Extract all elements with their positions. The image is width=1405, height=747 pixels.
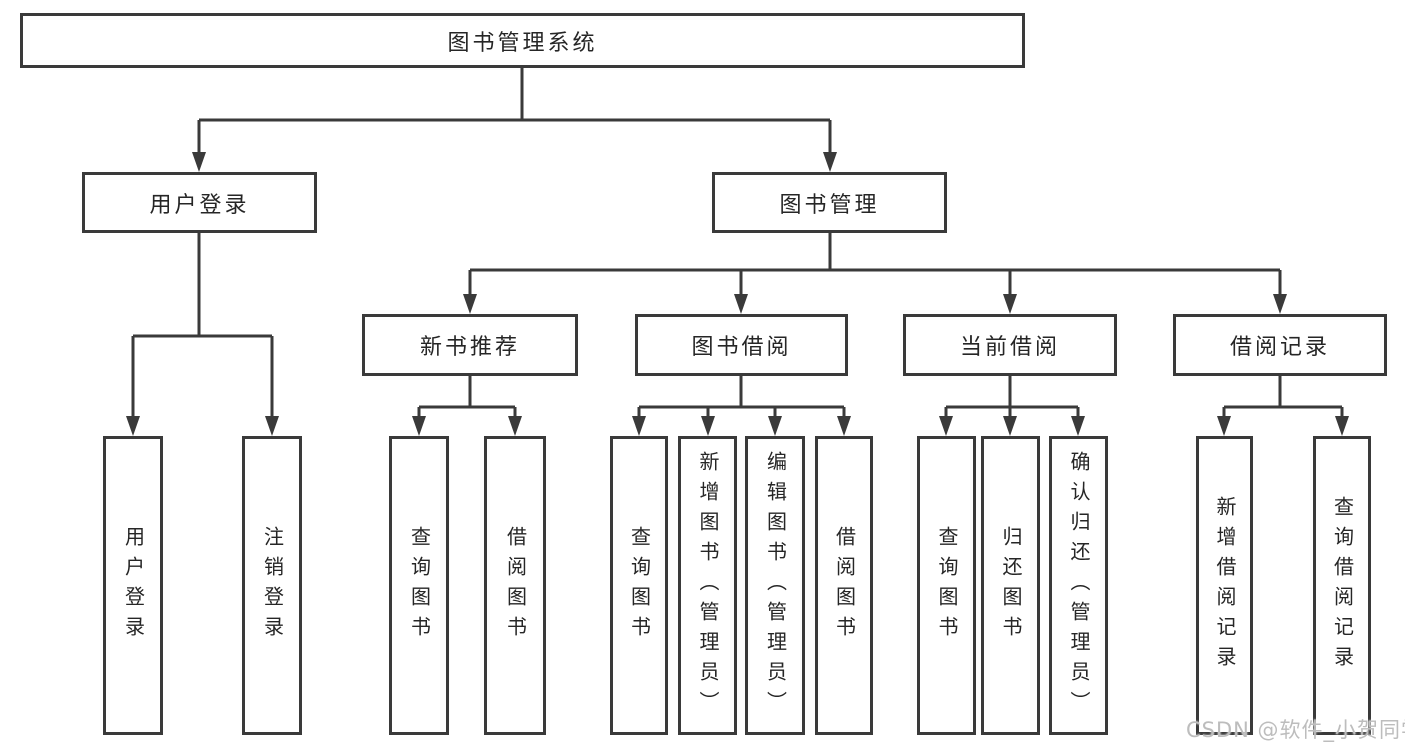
leaf-logout: 注销登录 <box>242 436 302 735</box>
leaf-label: 查询图书 <box>935 525 959 646</box>
arrowhead <box>823 152 837 172</box>
node-new-book-recommend: 新书推荐 <box>362 314 578 376</box>
arrowhead <box>701 416 715 436</box>
arrowhead <box>632 416 646 436</box>
arrowhead <box>265 416 279 436</box>
leaf-label: 查询图书 <box>407 525 432 646</box>
arrowhead <box>1217 416 1231 436</box>
arrowhead <box>837 416 851 436</box>
leaf-label: 查询借阅记录 <box>1330 495 1355 676</box>
arrowhead <box>1071 416 1085 436</box>
leaf-query-books-1: 查询图书 <box>389 436 449 735</box>
leaf-label: 注销登录 <box>260 525 285 646</box>
leaf-user-login: 用户登录 <box>103 436 163 735</box>
node-book-management: 图书管理 <box>712 172 947 233</box>
node-user-login: 用户登录 <box>82 172 317 233</box>
arrowhead <box>412 416 426 436</box>
arrowhead <box>463 294 477 314</box>
connector-user-login-children <box>131 233 274 418</box>
arrowheads <box>126 152 1349 436</box>
arrowhead <box>508 416 522 436</box>
connector-root-to-level2 <box>197 68 832 154</box>
leaf-return-books: 归还图书 <box>981 436 1040 735</box>
leaf-add-books-admin: 新增图书（管理员） <box>678 436 737 735</box>
leaf-query-borrow-record: 查询借阅记录 <box>1313 436 1371 735</box>
connector-current-borrow-children <box>944 376 1080 418</box>
leaf-add-borrow-record: 新增借阅记录 <box>1196 436 1253 735</box>
connector-new-book-children <box>417 376 517 418</box>
connector-borrow-records-children <box>1222 376 1344 418</box>
arrowhead <box>1003 294 1017 314</box>
arrowhead <box>192 152 206 172</box>
leaf-label: 新增借阅记录 <box>1213 495 1237 676</box>
leaf-label: 新增图书（管理员） <box>696 450 720 721</box>
leaf-label: 归还图书 <box>999 525 1023 646</box>
csdn-watermark: CSDN @软件_小贺同学 <box>1186 718 1405 742</box>
leaf-borrow-books-2: 借阅图书 <box>815 436 873 735</box>
leaf-label: 查询图书 <box>627 525 652 646</box>
arrowhead <box>939 416 953 436</box>
leaf-label: 借阅图书 <box>503 525 528 646</box>
node-current-borrow: 当前借阅 <box>903 314 1117 376</box>
leaf-query-books-2: 查询图书 <box>610 436 668 735</box>
leaf-edit-books-admin: 编辑图书（管理员） <box>745 436 805 735</box>
arrowhead <box>734 294 748 314</box>
arrowhead <box>1335 416 1349 436</box>
arrowhead <box>1273 294 1287 314</box>
leaf-query-books-3: 查询图书 <box>917 436 976 735</box>
leaf-borrow-books-1: 借阅图书 <box>484 436 546 735</box>
leaf-label: 确认归还（管理员） <box>1067 450 1091 721</box>
node-book-borrow: 图书借阅 <box>635 314 848 376</box>
leaf-confirm-return-admin: 确认归还（管理员） <box>1049 436 1108 735</box>
leaf-label: 用户登录 <box>121 525 146 646</box>
arrowhead <box>768 416 782 436</box>
leaf-label: 编辑图书（管理员） <box>763 450 788 721</box>
node-borrow-records: 借阅记录 <box>1173 314 1387 376</box>
connector-book-management-children <box>468 233 1282 296</box>
connector-book-borrow-children <box>637 376 846 418</box>
arrowhead <box>126 416 140 436</box>
node-root-library-system: 图书管理系统 <box>20 13 1025 68</box>
leaf-label: 借阅图书 <box>832 525 857 646</box>
arrowhead <box>1003 416 1017 436</box>
